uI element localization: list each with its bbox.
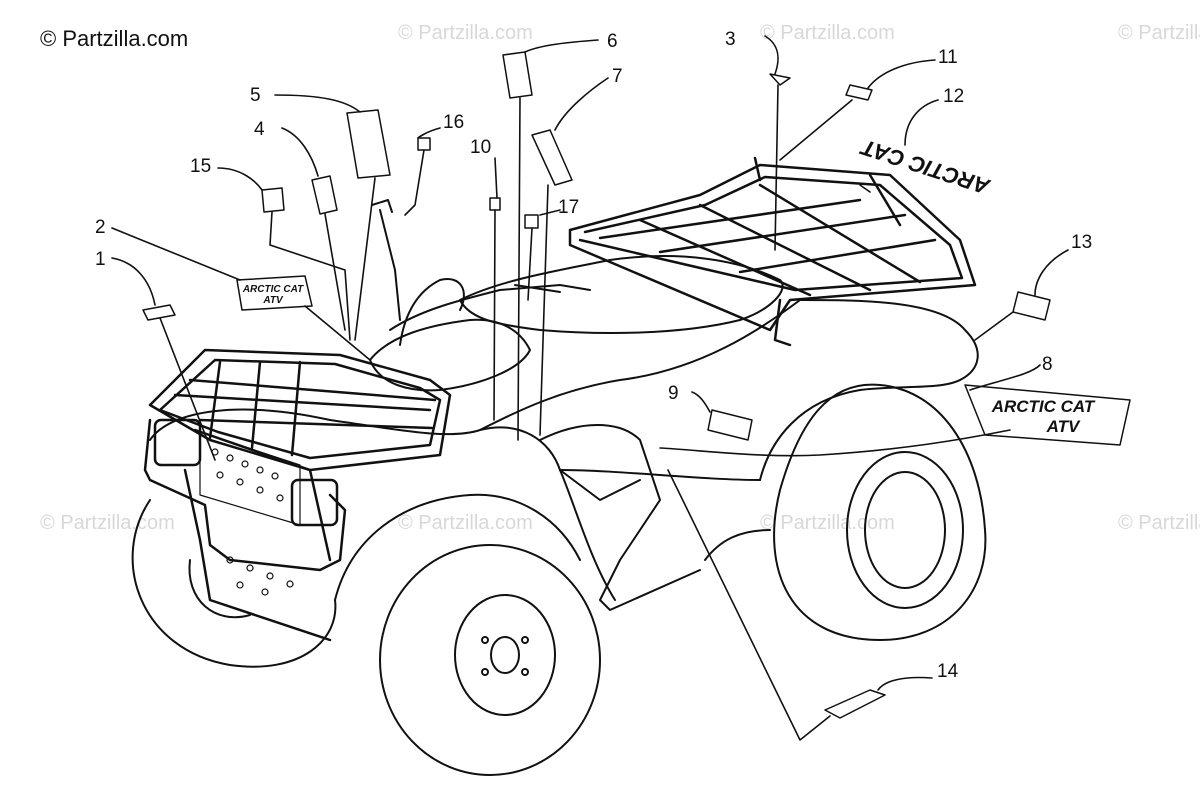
decal-1	[142, 304, 176, 321]
grille	[199, 431, 301, 596]
side-decal-text: ATV	[1046, 417, 1081, 436]
side-decal-text: ARCTIC CAT	[991, 397, 1096, 416]
decal-4	[311, 175, 338, 215]
seat	[459, 255, 784, 334]
decal-8-side-logo	[964, 384, 1131, 446]
tank	[369, 318, 531, 392]
watermark: © Partzilla.com	[398, 512, 533, 534]
callout-1: 1	[95, 249, 106, 270]
decal-9	[707, 409, 753, 441]
callout-5: 5	[250, 85, 261, 106]
front-rack	[148, 348, 452, 472]
decal-15	[261, 187, 285, 213]
callout-10: 10	[470, 137, 491, 158]
watermark: © Partzilla.com	[760, 22, 895, 44]
watermark: © Partzilla.com	[398, 22, 533, 44]
decal-10	[489, 197, 501, 211]
callout-12: 12	[943, 86, 964, 107]
watermark: © Partzilla.com	[1118, 512, 1200, 534]
callout-4: 4	[254, 119, 265, 140]
decal-14	[824, 689, 886, 719]
decal-17	[524, 214, 539, 229]
leader-lines	[111, 35, 1069, 741]
footwell	[539, 424, 701, 611]
decal-6	[502, 51, 533, 99]
front-bumper	[143, 418, 347, 642]
front-fender	[149, 408, 616, 601]
front-left-wheel	[131, 499, 337, 668]
decal-13	[1012, 291, 1051, 321]
copyright-text: © Partzilla.com	[40, 26, 189, 51]
rear-right-wheel	[773, 383, 987, 641]
callout-2: 2	[95, 217, 106, 238]
decal-5	[346, 109, 391, 179]
callout-labels: 1 2 3 4 5 6 7 8 9 10 11 12 13 14 15 16 1…	[95, 29, 1092, 682]
decal-11	[845, 84, 873, 101]
front-decal-text: ARCTIC CAT	[242, 284, 304, 295]
decal-16	[417, 137, 431, 151]
callout-6: 6	[607, 31, 618, 52]
watermark: © Partzilla.com	[760, 512, 895, 534]
callout-9: 9	[668, 383, 679, 404]
front-decal-text: ATV	[262, 295, 284, 306]
rear-rack	[568, 156, 977, 347]
callout-15: 15	[190, 156, 211, 177]
rear-body	[479, 299, 979, 561]
callout-16: 16	[443, 112, 464, 133]
callout-11: 11	[938, 47, 958, 68]
callout-14: 14	[937, 661, 959, 682]
decal-2-front-logo	[236, 275, 313, 311]
callout-8: 8	[1042, 354, 1053, 375]
callout-7: 7	[612, 66, 623, 87]
handlebar	[371, 199, 591, 346]
front-right-wheel	[379, 544, 601, 776]
decal-3	[769, 73, 791, 86]
callout-3: 3	[725, 29, 736, 50]
decal-7	[531, 129, 573, 186]
callout-17: 17	[558, 197, 579, 218]
callout-13: 13	[1071, 232, 1092, 253]
watermark: © Partzilla.com	[1118, 22, 1200, 44]
